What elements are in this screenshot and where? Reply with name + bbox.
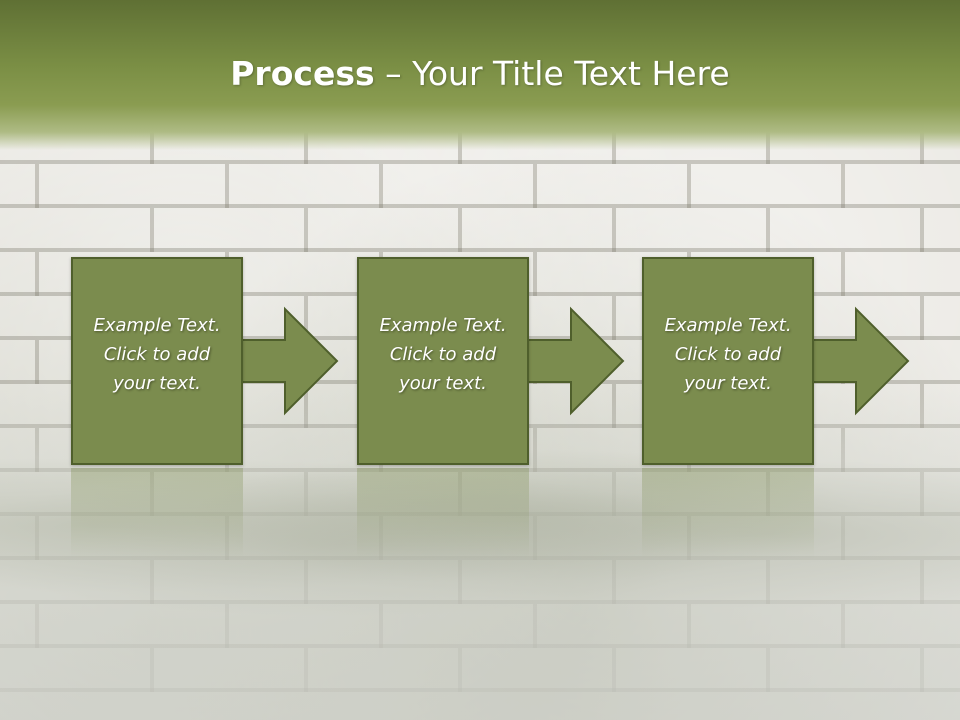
step-text-line: your text. <box>399 373 487 394</box>
title-strong: Process <box>230 54 375 93</box>
step-text[interactable]: Example Text. Click to add your text. <box>71 311 243 398</box>
slide-title[interactable]: Process – Your Title Text Here <box>0 52 960 96</box>
arrow-right-icon <box>240 306 339 416</box>
arrow-right-icon <box>526 306 625 416</box>
step-text[interactable]: Example Text. Click to add your text. <box>357 311 529 398</box>
step-reflection <box>357 468 529 558</box>
step-text-line: Click to add <box>103 344 211 365</box>
step-text-line: Click to add <box>389 344 497 365</box>
step-box <box>357 257 529 465</box>
step-text-line: Example Text. <box>93 315 221 336</box>
step-text-line: Click to add <box>674 344 782 365</box>
step-box <box>71 257 243 465</box>
title-rest: – Your Title Text Here <box>374 54 730 93</box>
title-band <box>0 0 960 150</box>
step-text[interactable]: Example Text. Click to add your text. <box>642 311 814 398</box>
step-text-line: Example Text. <box>664 315 792 336</box>
arrow-right-icon <box>811 306 910 416</box>
step-text-line: your text. <box>684 373 772 394</box>
step-text-line: Example Text. <box>379 315 507 336</box>
step-reflection <box>642 468 814 558</box>
step-box <box>642 257 814 465</box>
step-reflection <box>71 468 243 558</box>
step-text-line: your text. <box>113 373 201 394</box>
